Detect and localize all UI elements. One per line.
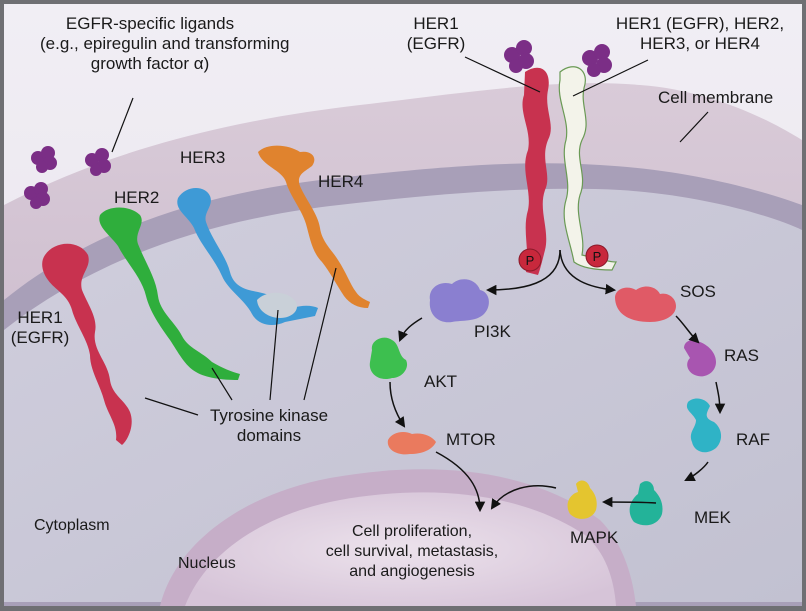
- her4-label: HER4: [318, 172, 364, 191]
- arrow-to-sos: [559, 249, 617, 295]
- her3-receptor: [177, 187, 318, 326]
- dimer-her1-receptor: [522, 67, 551, 275]
- ligands-label: EGFR-specific ligands (e.g., epiregulin …: [40, 14, 290, 74]
- arrow-mapk-to-nucleus: [490, 485, 557, 510]
- tyrosine-kinase-label: Tyrosine kinase domains: [194, 406, 344, 446]
- outcome-label-line: and angiogenesis: [349, 563, 475, 580]
- tyrosine-kinase-label-line: Tyrosine kinase: [209, 406, 329, 425]
- nucleus-label: Nucleus: [178, 555, 236, 572]
- her1-label-line: HER1: [17, 308, 63, 327]
- leader-dimer-partner: [572, 59, 649, 97]
- dimer-partner-label: HER1 (EGFR), HER2, HER3, or HER4: [600, 14, 800, 54]
- ligand-icon: [31, 146, 57, 173]
- arrow-to-pi3k: [485, 249, 561, 296]
- phosphate-label: P: [526, 253, 535, 268]
- raf-protein: [686, 398, 722, 453]
- ligand-cluster: [24, 40, 612, 209]
- arrow-mtor-to-nucleus: [435, 451, 486, 513]
- cytoplasm-label: Cytoplasm: [34, 517, 110, 534]
- leader-dimer-her1: [464, 56, 541, 93]
- ligands-label-line: EGFR-specific ligands: [65, 14, 235, 33]
- dimer-partner-label-line: HER1 (EGFR), HER2,: [615, 14, 785, 33]
- her3-kinase-domain: [257, 292, 298, 318]
- arrow-sos-to-ras: [675, 315, 700, 344]
- raf-label: RAF: [736, 430, 770, 449]
- leader-lines: [111, 56, 709, 416]
- phosphate-right: P: [585, 244, 609, 268]
- arrow-ras-to-raf: [714, 381, 726, 415]
- pi3k-label: PI3K: [474, 322, 511, 341]
- ras-label: RAS: [724, 346, 759, 365]
- ligand-icon: [582, 44, 612, 77]
- mek-label: MEK: [694, 508, 731, 527]
- leader-tk-her4: [303, 267, 337, 401]
- her1-receptor: [42, 243, 132, 445]
- leader-tk-her2: [211, 367, 233, 401]
- phosphate-label: P: [593, 249, 602, 264]
- ligand-icon: [24, 182, 50, 209]
- her2-receptor: [99, 207, 240, 380]
- arrow-akt-to-mtor: [389, 381, 406, 428]
- arrow-pi3k-to-akt: [398, 317, 423, 342]
- leader-tk-her1: [144, 397, 199, 416]
- dimer-her1-label-line: HER1: [413, 14, 459, 33]
- arrow-mek-to-mapk: [601, 496, 657, 508]
- leader-tk-her3: [269, 309, 279, 401]
- mapk-label: MAPK: [570, 528, 619, 547]
- tyrosine-kinase-label-line: domains: [236, 426, 302, 445]
- her1-label-line: (EGFR): [10, 328, 70, 347]
- mtor-label: MTOR: [446, 430, 496, 449]
- her1-label: HER1 (EGFR): [4, 308, 76, 348]
- phosphate-left: P: [518, 248, 542, 272]
- pathway-arrows: [389, 249, 726, 513]
- ligand-icon: [85, 148, 111, 176]
- akt-label: AKT: [424, 372, 458, 391]
- sos-label: SOS: [680, 282, 716, 301]
- outcome-label: Cell proliferation, cell survival, metas…: [300, 522, 524, 582]
- ligand-icon: [504, 40, 534, 73]
- ras-protein: [684, 340, 716, 377]
- dimer-her1-label: HER1 (EGFR): [400, 14, 472, 54]
- nucleus: [185, 492, 616, 606]
- ligands-label-line: growth factor α): [90, 54, 210, 73]
- cell-membrane-label: Cell membrane: [658, 88, 774, 107]
- ligands-label-line: (e.g., epiregulin and transforming: [40, 34, 290, 53]
- mapk-protein: [567, 480, 597, 519]
- mtor-protein: [387, 432, 436, 455]
- leader-ligands: [111, 97, 134, 153]
- arrow-raf-to-mek: [684, 461, 709, 481]
- dimer-partner-receptor: [558, 66, 617, 271]
- pi3k-protein: [429, 279, 489, 323]
- her4-receptor: [258, 145, 370, 308]
- dimer-her1-label-line: (EGFR): [406, 34, 466, 53]
- her2-label: HER2: [114, 188, 160, 207]
- outcome-label-line: cell survival, metastasis,: [325, 543, 499, 560]
- akt-protein: [369, 337, 408, 380]
- sos-protein: [615, 286, 676, 322]
- dimer-partner-label-line: HER3, or HER4: [640, 34, 760, 53]
- her3-label: HER3: [180, 148, 226, 167]
- leader-cell-membrane: [679, 111, 709, 143]
- outcome-label-line: Cell proliferation,: [351, 523, 473, 540]
